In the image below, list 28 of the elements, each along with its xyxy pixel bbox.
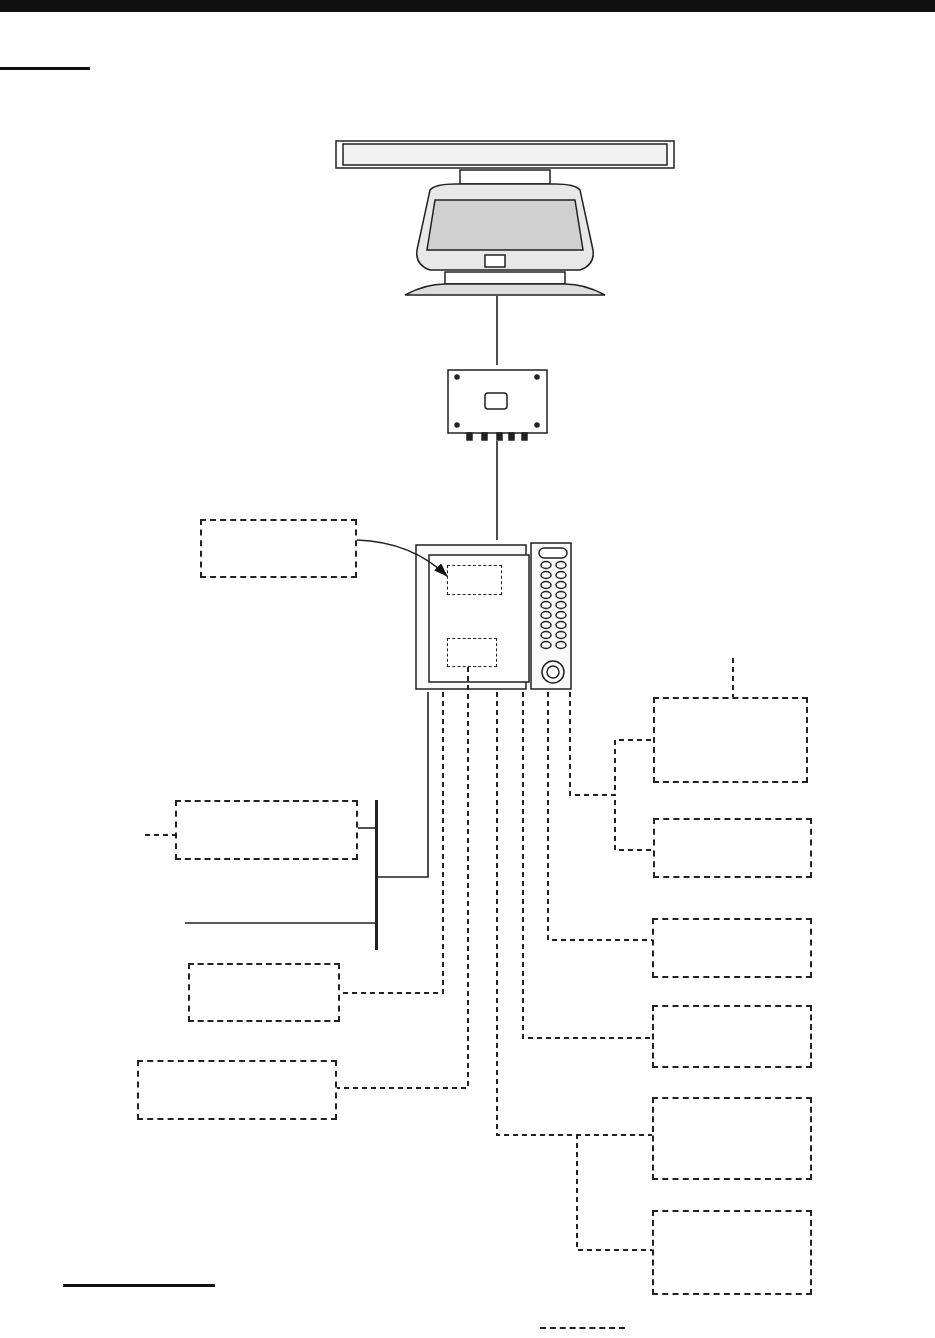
connector-line <box>522 691 653 1039</box>
display-unit-drawing <box>413 540 575 692</box>
connector-line <box>496 691 653 1251</box>
dashed-box <box>200 519 357 578</box>
dashed-box <box>175 800 358 860</box>
dashed-box <box>653 697 808 783</box>
connector-line <box>569 691 654 851</box>
bus-bar <box>375 800 378 950</box>
connector-line <box>144 834 176 836</box>
dashed-box <box>137 1060 337 1120</box>
connector-line <box>732 657 734 698</box>
connector-line <box>496 440 498 541</box>
dashed-box <box>447 565 502 595</box>
dashed-box <box>653 818 812 878</box>
dashed-box <box>652 1097 812 1180</box>
dashed-box <box>652 918 812 978</box>
connector-line <box>496 295 498 366</box>
dashed-box <box>652 1210 812 1295</box>
dashed-box <box>652 1005 812 1068</box>
arrow <box>356 539 448 577</box>
connector-line <box>357 827 376 829</box>
connector-line <box>184 922 376 924</box>
dashed-box <box>188 963 340 1022</box>
connector-line <box>377 691 429 878</box>
connector-line <box>547 691 653 941</box>
dashed-box <box>447 638 497 667</box>
radar-antenna-drawing <box>335 140 675 296</box>
connector-line <box>336 666 469 1089</box>
